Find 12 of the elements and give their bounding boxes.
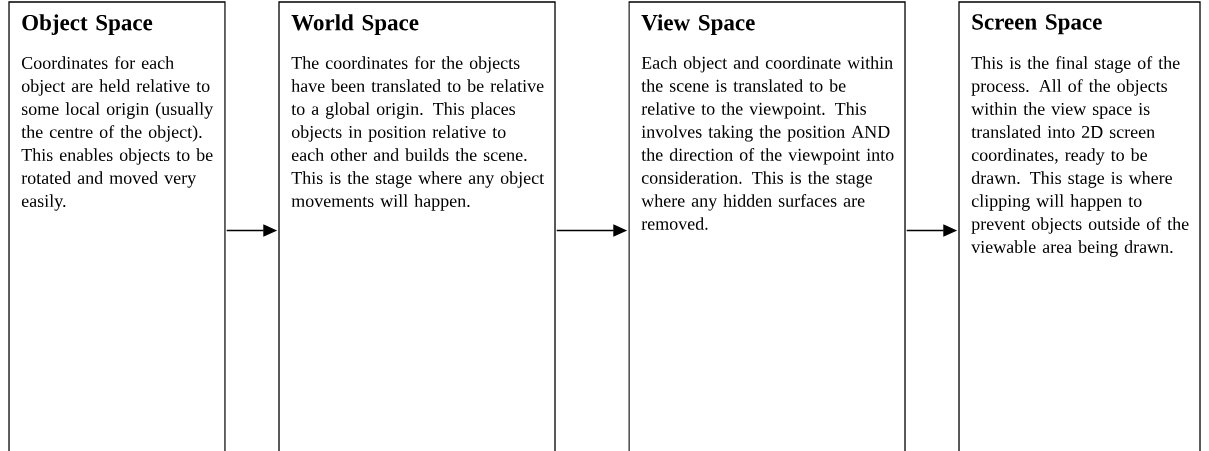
stage-heading: View Space xyxy=(641,14,755,36)
description-text: Coordinates for each object are held relative to some local origin (usually the centre of the object). This enables objects to be rotated and moved very easily. xyxy=(21,56,214,211)
stage-heading: Object Space xyxy=(22,14,153,36)
stage-box xyxy=(628,1,906,451)
stage-heading: Screen Space xyxy=(972,14,1102,35)
description-text: The coordinates for the objects have been translated to be relative to a global origin. This places objects in position relative to each other and builds the scene. This is the stage where any object movements will happen. xyxy=(291,56,545,211)
description-text: Each object and coordinate within the scene is translated to be relative to the viewpoint. This involves taking the position AND the direction of the viewpoint into consideration. This is the stage where any hidden surfaces are removed. xyxy=(641,56,894,230)
stage-box xyxy=(278,1,556,451)
stage-box xyxy=(958,1,1201,451)
stage-heading: World Space xyxy=(291,14,419,36)
stage-box xyxy=(8,1,226,451)
description-text: This is the final stage of the process. All of the objects within the view space is translated into 2D screen coordinates, ready to be drawn. This stage is where clipping will happen to prevent objects outside of the viewable area being drawn. xyxy=(971,56,1189,257)
